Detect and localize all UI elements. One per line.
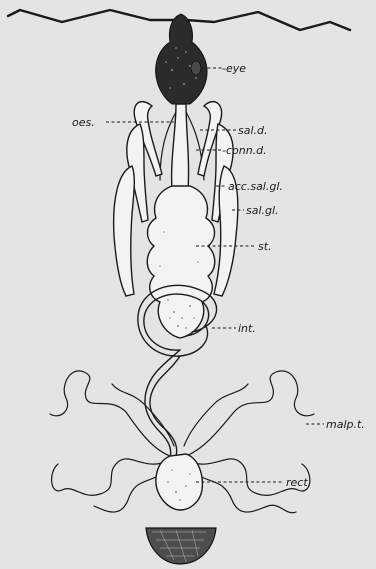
stomach	[147, 186, 215, 338]
label-stomach: st.	[258, 240, 272, 253]
eye	[191, 61, 201, 75]
rectum	[156, 454, 202, 510]
label-salivary-gland: sal.gl.	[246, 204, 279, 217]
label-eye: -eye	[222, 62, 246, 75]
label-salivary-duct: sal.d.	[238, 124, 268, 137]
label-oesophagus: oes.	[72, 116, 95, 129]
oesophagus	[172, 104, 189, 190]
label-connecting-duct: -conn.d.	[222, 144, 267, 157]
label-malpighian-tubules: malp.t.	[326, 418, 365, 431]
head	[156, 14, 207, 104]
label-accessory-salivary-gland: acc.sal.gl.	[228, 180, 283, 193]
label-rectum: rect.	[286, 476, 311, 489]
label-intestine: int.	[238, 322, 256, 335]
